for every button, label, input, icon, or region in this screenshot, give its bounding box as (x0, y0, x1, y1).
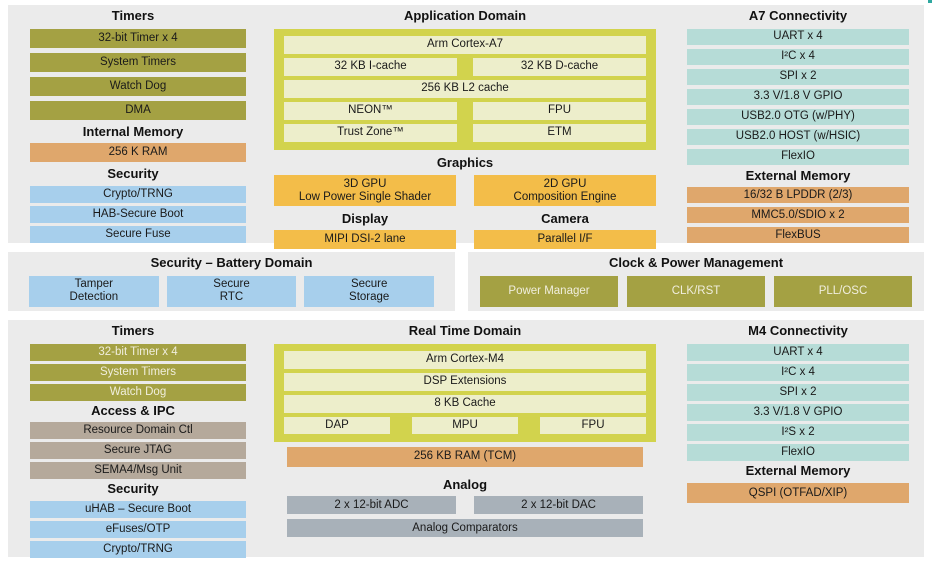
block-a7-uart: UART x 4 (687, 28, 909, 45)
bottom-middle-column: Real Time Domain Arm Cortex-M4 DSP Exten… (258, 320, 672, 557)
block-parallel-if: Parallel I/F (474, 229, 656, 249)
block-m4-i2s: I²S x 2 (687, 423, 909, 441)
block-mpu: MPU (412, 416, 518, 434)
access-ipc-heading: Access & IPC (91, 402, 175, 418)
m4-connectivity-heading: M4 Connectivity (748, 323, 848, 338)
clock-power-heading: Clock & Power Management (608, 255, 784, 270)
bottom-left-column: Timers 32-bit Timer x 4 System Timers Wa… (8, 320, 258, 558)
block-system-timers: System Timers (30, 52, 246, 72)
block-adc: 2 x 12-bit ADC (287, 496, 456, 515)
block-dcache: 32 KB D-cache (473, 57, 646, 76)
timers-heading: Timers (111, 8, 155, 23)
block-usb-otg: USB2.0 OTG (w/PHY) (687, 108, 909, 125)
block-dsp-extensions: DSP Extensions (284, 372, 646, 391)
block-flexbus: FlexBUS (687, 227, 909, 244)
block-qspi: QSPI (OTFAD/XIP) (687, 483, 909, 504)
block-cortex-m4: Arm Cortex-M4 (284, 350, 646, 369)
real-time-domain-panel: Timers 32-bit Timer x 4 System Timers Wa… (8, 320, 924, 558)
block-32bit-timer: 32-bit Timer x 4 (30, 28, 246, 48)
block-mmc-sdio: MMC5.0/SDIO x 2 (687, 207, 909, 224)
analog-heading: Analog (442, 476, 488, 492)
block-power-manager: Power Manager (480, 275, 618, 307)
corner-artifact (928, 0, 932, 3)
block-secure-fuse: Secure Fuse (30, 225, 246, 243)
block-watch-dog: Watch Dog (30, 76, 246, 96)
external-memory-heading-top: External Memory (745, 167, 851, 183)
block-m4-gpio: 3.3 V/1.8 V GPIO (687, 403, 909, 421)
block-pll-osc: PLL/OSC (774, 275, 912, 307)
top-left-column: Timers 32-bit Timer x 4 System Timers Wa… (8, 5, 258, 243)
security-heading-top: Security (107, 166, 159, 182)
top-right-column: A7 Connectivity UART x 4 I²C x 4 SPI x 2… (672, 5, 924, 244)
block-icache: 32 KB I-cache (284, 57, 457, 76)
block-256k-ram: 256 K RAM (30, 143, 246, 163)
block-mipi-dsi: MIPI DSI-2 lane (274, 229, 456, 249)
block-l2-cache: 256 KB L2 cache (284, 79, 646, 98)
block-crypto-trng: Crypto/TRNG (30, 185, 246, 203)
block-trust-zone: Trust Zone™ (284, 123, 457, 142)
top-middle-column: Application Domain Arm Cortex-A7 32 KB I… (258, 5, 672, 249)
block-32bit-timer-m4: 32-bit Timer x 4 (30, 343, 246, 361)
security-battery-domain-panel: Security – Battery Domain Tamper Detecti… (8, 252, 455, 311)
block-m4-flexio: FlexIO (687, 443, 909, 461)
security-heading-bottom: Security (107, 481, 159, 497)
block-clk-rst: CLK/RST (627, 275, 765, 307)
a7-connectivity-heading: A7 Connectivity (748, 8, 848, 23)
block-lpddr: 16/32 B LPDDR (2/3) (687, 187, 909, 204)
block-tamper-detection: Tamper Detection (29, 275, 159, 307)
camera-heading: Camera (541, 211, 589, 227)
display-heading: Display (341, 211, 389, 227)
cortex-a7-cluster: Arm Cortex-A7 32 KB I-cache 32 KB D-cach… (274, 28, 656, 150)
cortex-m4-cluster: Arm Cortex-M4 DSP Extensions 8 KB Cache … (274, 343, 656, 442)
application-domain-heading: Application Domain (403, 8, 527, 23)
block-dap: DAP (284, 416, 390, 434)
block-2d-gpu: 2D GPU Composition Engine (474, 175, 656, 207)
block-system-timers-m4: System Timers (30, 363, 246, 381)
block-uhab-secure-boot: uHAB – Secure Boot (30, 500, 246, 518)
block-dma: DMA (30, 100, 246, 120)
block-a7-spi: SPI x 2 (687, 68, 909, 85)
clock-power-panel: Clock & Power Management Power Manager C… (468, 252, 924, 311)
block-m4-uart: UART x 4 (687, 343, 909, 361)
block-neon: NEON™ (284, 101, 457, 120)
bottom-right-column: M4 Connectivity UART x 4 I²C x 4 SPI x 2… (672, 320, 924, 557)
block-cortex-a7: Arm Cortex-A7 (284, 35, 646, 54)
real-time-domain-heading: Real Time Domain (408, 323, 522, 338)
block-crypto-trng-m4: Crypto/TRNG (30, 540, 246, 558)
block-m4-spi: SPI x 2 (687, 383, 909, 401)
block-secure-rtc: Secure RTC (166, 275, 297, 307)
timers-heading-bottom: Timers (111, 323, 155, 338)
block-dac: 2 x 12-bit DAC (474, 496, 643, 515)
block-m4-i2c: I²C x 4 (687, 363, 909, 381)
internal-memory-heading: Internal Memory (82, 123, 184, 139)
block-sema4-msg-unit: SEMA4/Msg Unit (30, 462, 246, 480)
block-resource-domain-ctl: Resource Domain Ctl (30, 422, 246, 440)
block-usb-host: USB2.0 HOST (w/HSIC) (687, 128, 909, 145)
block-fpu-m4: FPU (540, 416, 646, 434)
block-a7-flexio: FlexIO (687, 148, 909, 165)
block-etm: ETM (473, 123, 646, 142)
block-watch-dog-m4: Watch Dog (30, 383, 246, 401)
application-domain-panel: Timers 32-bit Timer x 4 System Timers Wa… (8, 5, 924, 249)
block-efuses-otp: eFuses/OTP (30, 520, 246, 538)
block-3d-gpu: 3D GPU Low Power Single Shader (274, 175, 456, 207)
block-a7-gpio: 3.3 V/1.8 V GPIO (687, 88, 909, 105)
external-memory-heading-bottom: External Memory (745, 462, 851, 478)
security-battery-heading: Security – Battery Domain (150, 255, 313, 270)
block-8kb-cache: 8 KB Cache (284, 394, 646, 413)
block-secure-storage: Secure Storage (304, 275, 435, 307)
block-analog-comparators: Analog Comparators (287, 519, 643, 538)
block-fpu-a7: FPU (473, 101, 646, 120)
block-tcm-ram: 256 KB RAM (TCM) (287, 446, 643, 467)
block-a7-i2c: I²C x 4 (687, 48, 909, 65)
block-secure-jtag: Secure JTAG (30, 442, 246, 460)
graphics-heading: Graphics (436, 154, 494, 170)
block-hab-secure-boot: HAB-Secure Boot (30, 205, 246, 223)
